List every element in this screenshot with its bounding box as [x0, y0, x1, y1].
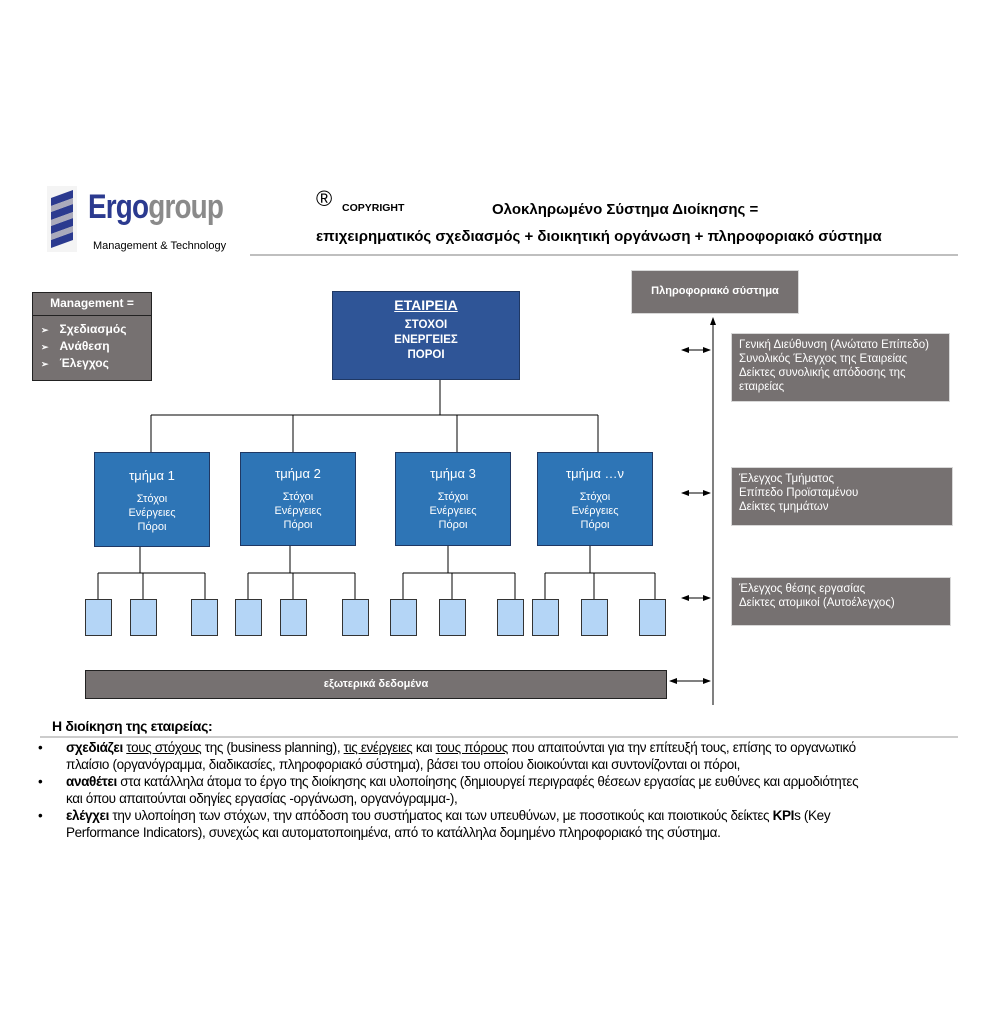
bullet-item-plan: • σχεδιάζει τους στόχους της (business p…: [38, 740, 856, 772]
job-position-box: [532, 599, 559, 636]
bullet-text: και όπου απαιτούνται οδηγίες εργασίας -ο…: [66, 791, 458, 806]
department-title: τμήμα 3: [430, 466, 476, 481]
department-line: Πόροι: [438, 519, 468, 531]
level-line: Δείκτες ατομικοί (Αυτοέλεγχος): [739, 597, 895, 609]
management-item: ➢Έλεγχος: [41, 356, 109, 370]
level-line: Γενική Διεύθυνση (Ανώτατο Επίπεδο): [739, 339, 929, 351]
underlined-text: τις ενέργειες: [343, 740, 413, 755]
underlined-text: τους στόχους: [126, 740, 202, 755]
level-line: Δείκτες συνολικής απόδοσης της: [739, 367, 906, 379]
level-line: εταιρείας: [739, 381, 785, 393]
company-title: ΕΤΑΙΡΕΙΑ: [394, 297, 458, 313]
company-box: ΕΤΑΙΡΕΙΑ ΣΤΟΧΟΙ ΕΝΕΡΓΕΙΕΣ ΠΟΡΟΙ: [332, 291, 520, 380]
level-line: Επίπεδο Προϊσταμένου: [739, 487, 859, 499]
department-line: Ενέργειες: [429, 505, 477, 517]
page-title: Ολοκληρωμένο Σύστημα Διοίκησης =: [492, 201, 759, 218]
level-line: Δείκτες τμημάτων: [739, 501, 829, 513]
job-position-box: [497, 599, 524, 636]
bullet-item-assign: • αναθέτει στα κατάλληλα άτομα το έργο τ…: [38, 774, 859, 806]
company-line: ΠΟΡΟΙ: [407, 349, 445, 361]
management-item: ➢Σχεδιασμός: [41, 322, 127, 336]
department-line: Πόροι: [137, 521, 167, 533]
level-box-top-management: Γενική Διεύθυνση (Ανώτατο Επίπεδο) Συνολι…: [731, 333, 950, 402]
bullet-text: s (Key: [794, 808, 831, 823]
department-line: Πόροι: [580, 519, 610, 531]
department-line: Στόχοι: [136, 493, 168, 505]
bullet-text: της (business planning),: [201, 740, 344, 755]
department-title: τμήμα 2: [275, 466, 321, 481]
logo-wordmark: Ergogroup: [88, 188, 224, 226]
bullet-keyword: KPI: [772, 808, 795, 823]
department-title: τμήμα …ν: [566, 466, 624, 481]
level-line: Έλεγχος θέσης εργασίας: [739, 583, 866, 595]
department-title: τμήμα 1: [129, 468, 175, 483]
bullet-keyword: ελέγχει: [66, 808, 109, 823]
bullet-text: πλαίσιο (οργανόγραμμα, διαδικασίες, πληρ…: [66, 757, 741, 772]
copyright-label: COPYRIGHT: [342, 202, 405, 214]
bullet-keyword: αναθέτει: [66, 774, 117, 789]
logo-spiral-icon: [47, 186, 77, 252]
company-line: ΣΤΟΧΟΙ: [404, 319, 448, 331]
management-item: ➢Ανάθεση: [41, 339, 110, 353]
level-line: Έλεγχος Τμήματος: [739, 473, 835, 485]
level-line: Συνολικός Έλεγχος της Εταιρείας: [739, 353, 908, 365]
info-system-box: Πληροφοριακό σύστημα: [631, 270, 799, 314]
section-heading: Η διοίκηση της εταιρείας:: [52, 718, 213, 734]
department-line: Στόχοι: [282, 491, 314, 503]
external-data-bar: εξωτερικά δεδομένα: [85, 670, 667, 699]
department-line: Ενέργειες: [128, 507, 176, 519]
job-position-box: [390, 599, 417, 636]
registered-symbol: ®: [316, 186, 333, 211]
job-position-box: [130, 599, 157, 636]
underlined-text: τους πόρους: [435, 740, 509, 755]
department-line: Πόροι: [283, 519, 313, 531]
management-box: Management = ➢Σχεδιασμός ➢Ανάθεση ➢Έλεγχ…: [32, 292, 152, 381]
bullet-text: που απαιτούνται για την επίτευξή τους, ε…: [507, 740, 856, 755]
bullet-item-control: • ελέγχει την υλοποίηση των στόχων, την …: [38, 808, 831, 840]
job-position-box: [235, 599, 262, 636]
department-line: Στόχοι: [437, 491, 469, 503]
bullet-text: Performance Indicators), συνεχώς και αυτ…: [66, 825, 721, 840]
bullet-text: και: [412, 740, 436, 755]
company-line: ΕΝΕΡΓΕΙΕΣ: [394, 334, 458, 346]
job-position-box: [280, 599, 307, 636]
logo-tagline: Management & Technology: [93, 240, 227, 252]
logo-mark: [47, 186, 77, 252]
job-position-box: [581, 599, 608, 636]
department-line: Στόχοι: [579, 491, 611, 503]
job-position-box: [439, 599, 466, 636]
job-position-box: [191, 599, 218, 636]
page-subtitle: επιχειρηματικός σχεδιασμός + διοικητική …: [316, 228, 882, 245]
bullet-list: • σχεδιάζει τους στόχους της (business p…: [36, 739, 966, 841]
bullet-text: στα κατάλληλα άτομα το έργο της διοίκηση…: [116, 774, 859, 789]
job-position-box: [342, 599, 369, 636]
job-position-box: [85, 599, 112, 636]
department-line: Ενέργειες: [571, 505, 619, 517]
bullet-text: την υλοποίηση των στόχων, την απόδοση το…: [109, 808, 773, 823]
job-position-box: [639, 599, 666, 636]
department-line: Ενέργειες: [274, 505, 322, 517]
bullet-keyword: σχεδιάζει: [66, 740, 123, 755]
management-title: Management =: [33, 293, 151, 316]
